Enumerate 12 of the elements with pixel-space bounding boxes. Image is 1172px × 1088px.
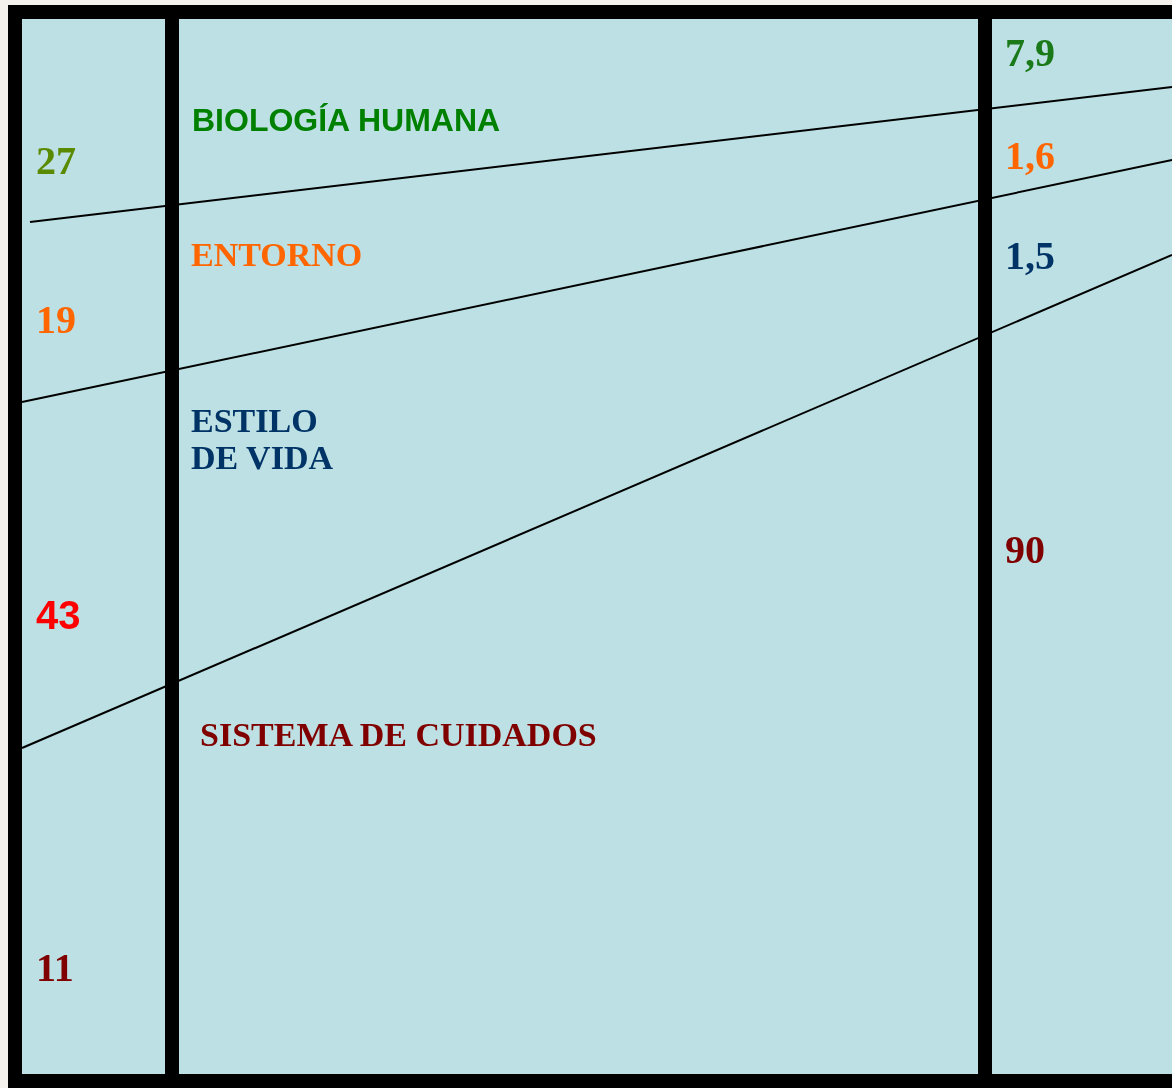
value-label: 90 <box>1005 527 1045 573</box>
value-label: 7,9 <box>1005 30 1055 76</box>
value-label: 11 <box>36 945 74 991</box>
category-label: ENTORNO <box>191 235 363 275</box>
category-label: BIOLOGÍA HUMANA <box>192 102 501 139</box>
value-label: 27 <box>36 138 76 184</box>
category-label: ESTILO DE VIDA <box>191 402 334 477</box>
value-label: 1,5 <box>1005 233 1055 279</box>
value-label: 1,6 <box>1005 133 1055 179</box>
category-label: SISTEMA DE CUIDADOS <box>200 715 597 755</box>
value-label: 43 <box>36 592 81 638</box>
value-label: 19 <box>36 297 76 343</box>
